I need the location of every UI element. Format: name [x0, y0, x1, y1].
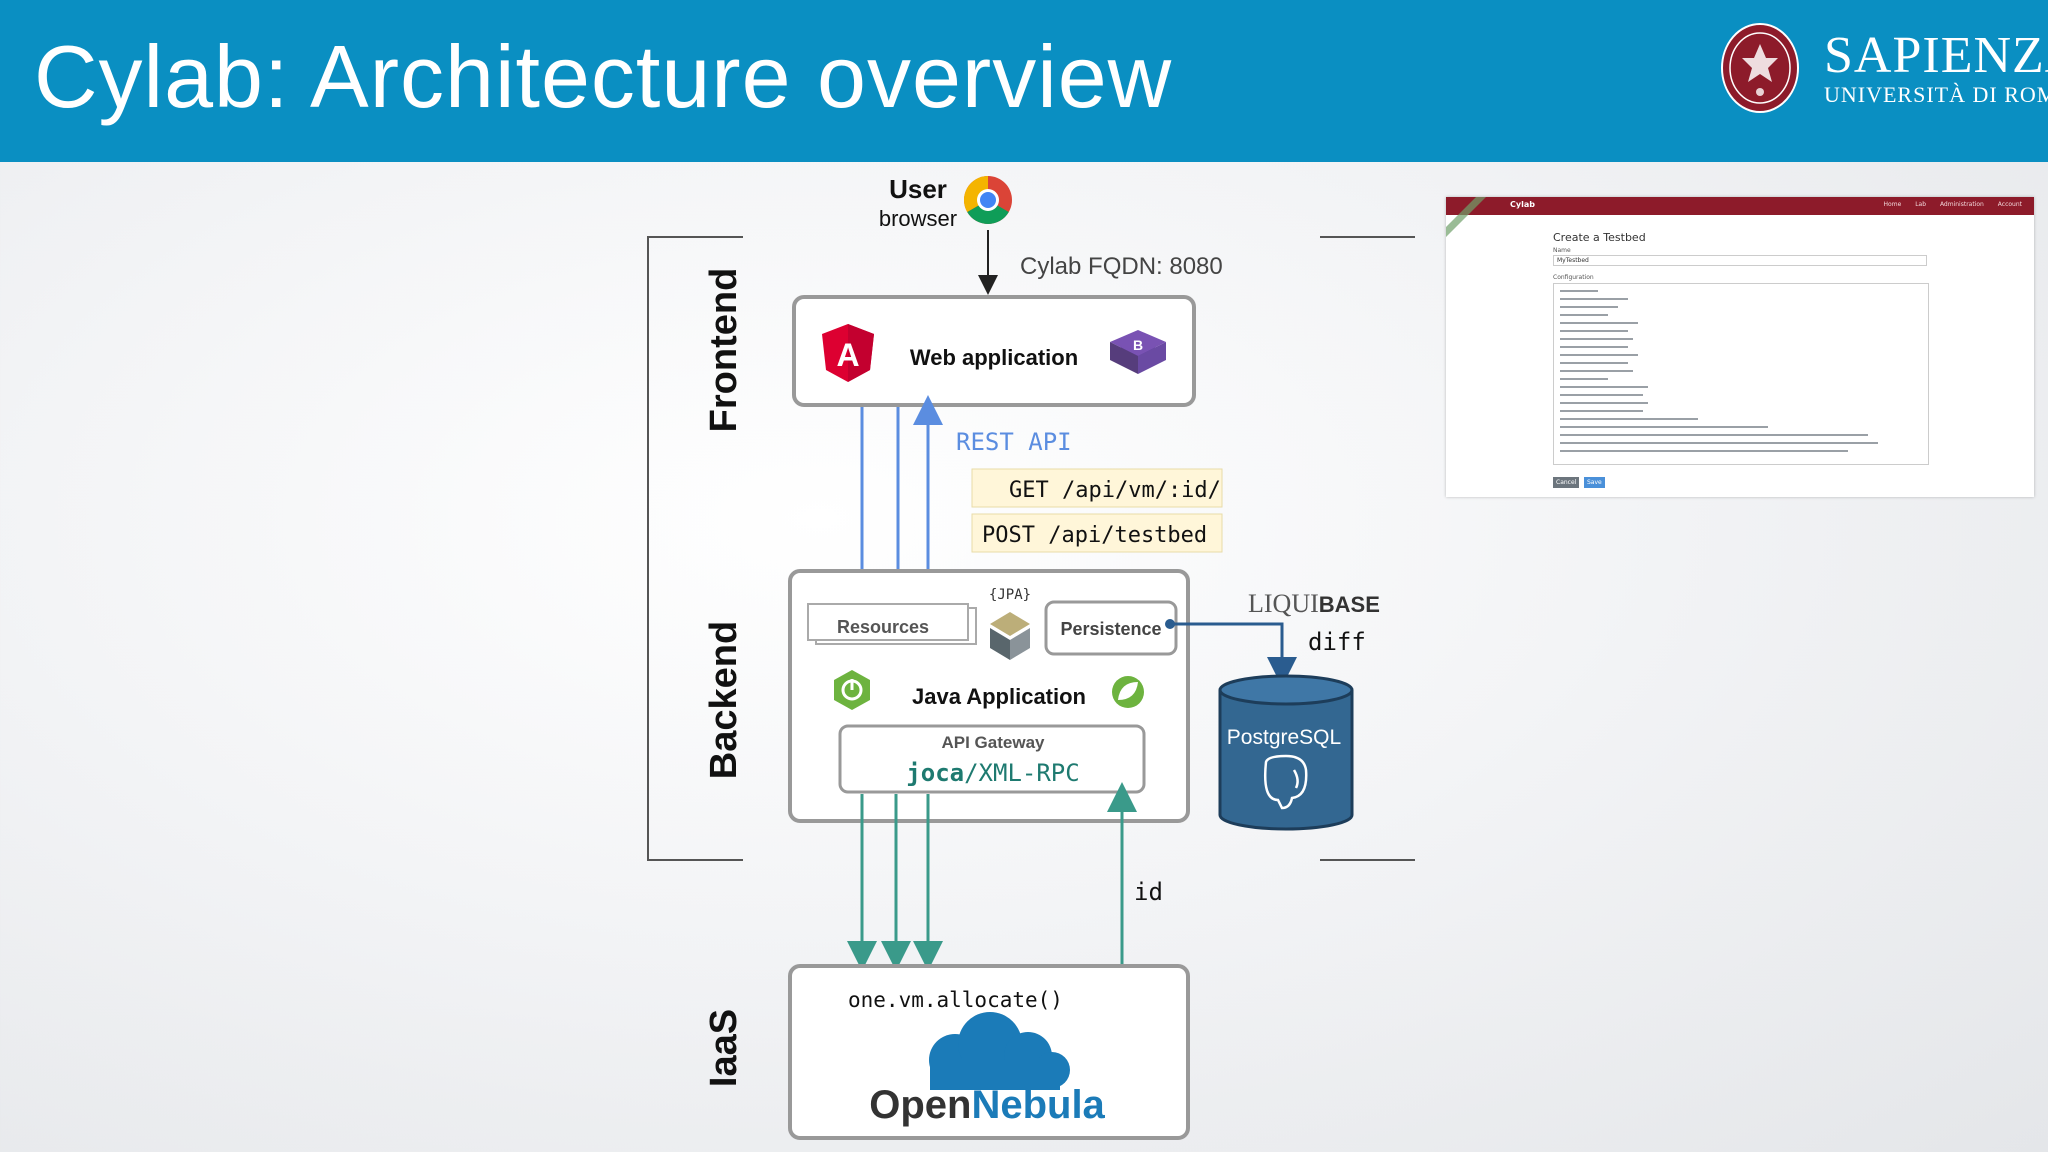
postgres-elephant-icon: [1264, 754, 1308, 810]
config-line: [1560, 450, 1848, 452]
screenshot-heading: Create a Testbed: [1553, 231, 1646, 244]
fqdn-label: Cylab FQDN: 8080: [1020, 253, 1223, 280]
config-line: [1560, 442, 1878, 444]
config-line: [1560, 402, 1648, 404]
sapienza-seal-icon: [1721, 23, 1799, 113]
config-line: [1560, 306, 1618, 308]
screenshot-nav-account: Account: [1997, 201, 2022, 208]
opennebula-cloud-icon: [929, 1012, 1070, 1090]
liquibase-part-a: LIQUI: [1248, 589, 1319, 618]
university-name: SAPIENZA: [1824, 27, 2048, 84]
layer-label-frontend: Frontend: [703, 268, 745, 433]
app-screenshot: Cylab Home Lab Administration Account Cr…: [1446, 197, 2034, 497]
screenshot-nav: Home Lab Administration Account: [1872, 201, 2022, 208]
slide-title-bold: Cylab:: [34, 27, 290, 126]
spring-icon: [1112, 676, 1144, 708]
config-line: [1560, 418, 1698, 420]
config-line: [1560, 322, 1638, 324]
config-line: [1560, 434, 1868, 436]
opennebula-logo: OpenNebula: [869, 1083, 1105, 1127]
rest-api-label: REST API: [956, 428, 1072, 456]
slide-title: Cylab: Architecture overview: [34, 26, 1172, 128]
chrome-icon: [963, 175, 1012, 225]
liquibase-part-b: BASE: [1319, 592, 1380, 617]
config-line: [1560, 330, 1628, 332]
diff-label: diff: [1308, 628, 1366, 656]
config-line: [1560, 346, 1628, 348]
screenshot-brand: Cylab: [1510, 200, 1535, 209]
persistence-label: Persistence: [1060, 619, 1161, 639]
config-line: [1560, 338, 1633, 340]
screenshot-ribbon-icon: [1446, 197, 1486, 237]
browser-label: browser: [879, 206, 957, 231]
layer-bracket: [647, 236, 1415, 861]
screenshot-nav-admin: Administration: [1939, 201, 1984, 208]
screenshot-nav-lab: Lab: [1915, 201, 1927, 208]
layer-label-iaas: IaaS: [703, 1009, 745, 1087]
api-gateway-box: [838, 724, 1146, 794]
resources-box: [807, 603, 969, 641]
postgresql-database: [1218, 674, 1354, 831]
config-line: [1560, 314, 1608, 316]
config-line: [1560, 386, 1648, 388]
postgres-label: PostgreSQL: [1227, 726, 1341, 749]
config-line: [1560, 298, 1628, 300]
config-line: [1560, 394, 1643, 396]
screenshot-name-label: Name: [1553, 247, 1571, 254]
opennebula-part-a: Open: [869, 1083, 971, 1127]
java-app-label: Java Application: [912, 684, 1086, 709]
university-subtitle: UNIVERSITÀ DI ROMA: [1824, 82, 2048, 107]
opennebula-part-b: Nebula: [971, 1083, 1105, 1127]
screenshot-cancel-button: Cancel: [1553, 477, 1580, 488]
endpoint-get: GET /api/vm/:id/: [1009, 478, 1221, 503]
user-label: User: [889, 174, 947, 204]
endpoint-post: POST /api/testbed: [982, 523, 1207, 548]
screenshot-save-button: Save: [1584, 477, 1605, 488]
joca-protocol: /XML-RPC: [964, 759, 1080, 787]
bootstrap-icon: B: [1110, 330, 1166, 374]
persistence-to-db-arrow: [1170, 622, 1297, 687]
config-line: [1560, 426, 1768, 428]
joca-label: joca/XML-RPC: [906, 759, 1079, 787]
joca-name: joca: [906, 759, 964, 787]
webapp-label: Web application: [910, 345, 1078, 370]
svg-text:A: A: [836, 337, 859, 373]
config-line: [1560, 290, 1598, 292]
allocate-label: one.vm.allocate(): [848, 988, 1063, 1012]
resources-label: Resources: [837, 617, 929, 637]
screenshot-nav-home: Home: [1883, 201, 1902, 208]
screenshot-config-label: Configuration: [1553, 274, 1594, 281]
config-line: [1560, 410, 1643, 412]
angular-icon: A: [822, 324, 874, 382]
persistence-connector-dot: [1165, 619, 1175, 629]
webapp-box: [792, 295, 1196, 407]
screenshot-name-input: MyTestbed: [1553, 255, 1927, 266]
persistence-box: [1044, 600, 1178, 656]
endpoint-get-box: [971, 468, 1223, 508]
screenshot-navbar: Cylab Home Lab Administration Account: [1446, 197, 2034, 237]
liquibase-logo: LIQUIBASE: [1248, 589, 1380, 618]
endpoint-post-box: [971, 513, 1223, 553]
layer-label-backend: Backend: [703, 621, 745, 779]
svg-text:B: B: [1133, 337, 1143, 353]
hibernate-icon: [990, 612, 1030, 660]
slide-title-rest: Architecture overview: [310, 27, 1173, 126]
screenshot-config-textarea: [1553, 283, 1929, 465]
spring-boot-icon: [834, 670, 870, 710]
config-line: [1560, 378, 1608, 380]
jpa-label: {JPA}: [989, 587, 1031, 603]
config-line: [1560, 362, 1628, 364]
config-line: [1560, 370, 1633, 372]
slide-header: Cylab: Architecture overview SAPIENZA UN…: [0, 0, 2048, 162]
iaas-arrows: [847, 782, 1137, 971]
api-gateway-label: API Gateway: [942, 733, 1046, 752]
config-line: [1560, 354, 1638, 356]
id-label: id: [1134, 878, 1163, 906]
